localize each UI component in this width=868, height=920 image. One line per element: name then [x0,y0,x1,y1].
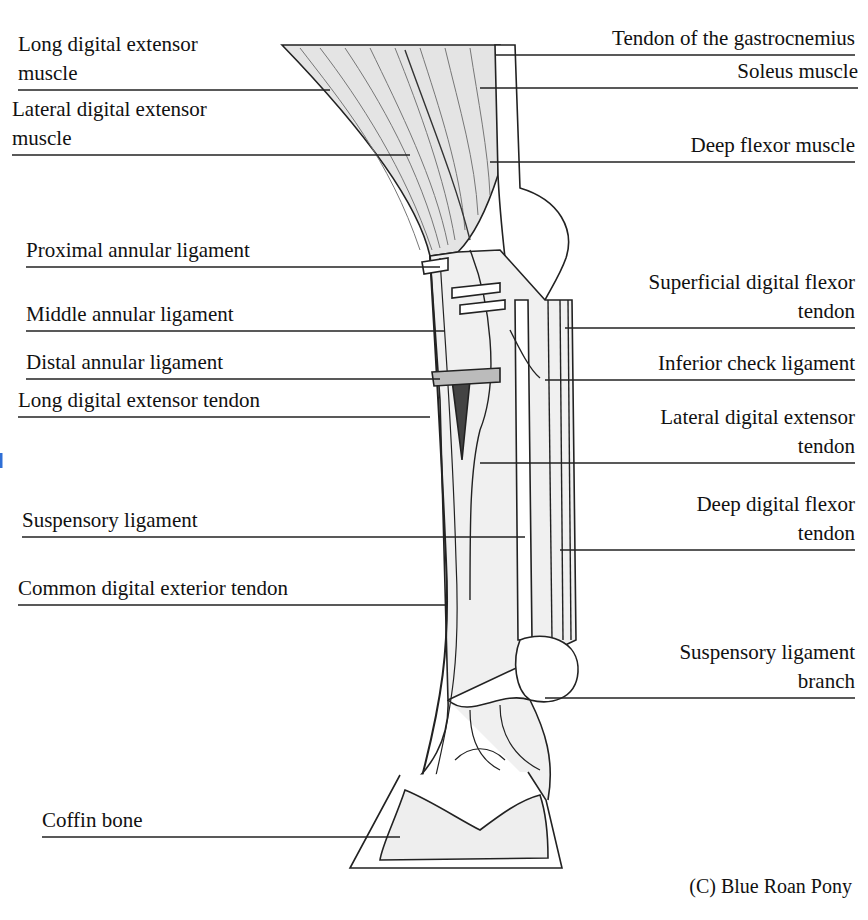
part-label: Tendon of the gastrocnemius [535,24,855,53]
leader-line [565,327,855,328]
part-label: Coffin bone [42,806,242,835]
leader-line [26,266,440,267]
part-label: Common digital exterior tendon [18,574,290,603]
part-label: Proximal annular ligament [26,236,326,265]
leader-line [495,54,855,55]
leader-line [480,87,858,88]
part-label: Long digital extensor tendon [18,386,338,415]
part-label: Lateral digital extensor tendon [610,403,855,461]
leader-line [22,536,525,537]
part-label: Deep flexor muscle [595,131,855,160]
part-label: Long digital extensor muscle [18,30,250,88]
part-label: Soleus muscle [598,57,858,86]
leader-line [18,416,430,417]
part-label: Superficial digital flexor tendon [605,268,855,326]
leader-line [18,604,445,605]
leader-line [12,154,410,155]
leader-line [560,549,855,550]
leader-line [26,378,440,379]
part-label: Deep digital flexor tendon [655,490,855,548]
leader-line [490,161,855,162]
leader-line [26,330,445,331]
leader-line [42,836,400,837]
part-label: Suspensory ligament [22,506,322,535]
part-label: Inferior check ligament [595,349,855,378]
leader-line [18,89,330,90]
part-label: Distal annular ligament [26,348,326,377]
leader-line [545,697,855,698]
leader-line [545,379,855,380]
leader-line [480,462,855,463]
part-label: Lateral digital extensor muscle [12,95,252,153]
watermark: (C) Blue Roan Pony [592,872,852,901]
part-label: Suspensory ligament branch [623,638,855,696]
part-label: Middle annular ligament [26,300,326,329]
